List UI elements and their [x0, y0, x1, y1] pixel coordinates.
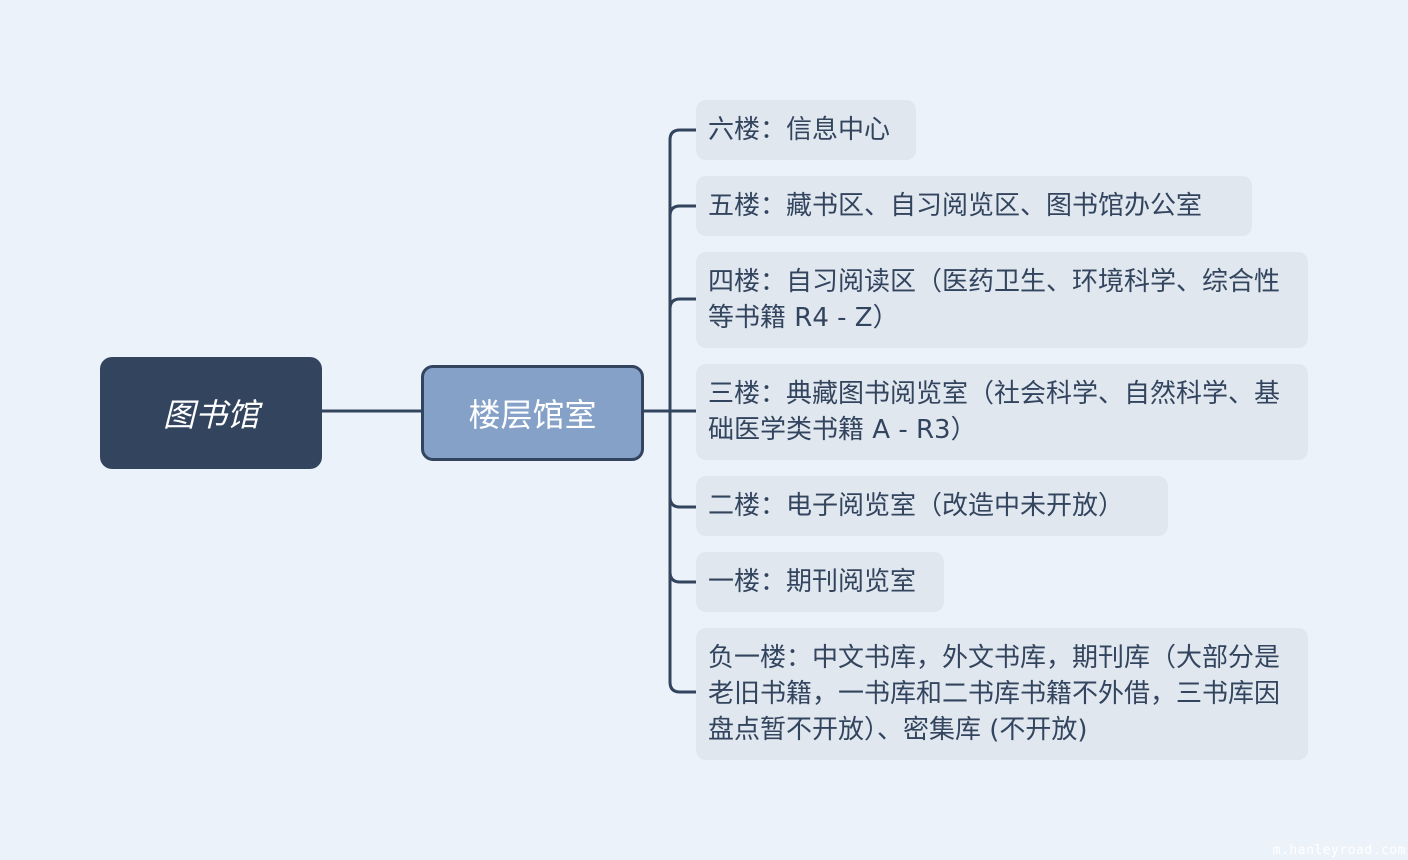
subtopic-node-b1[interactable]: 负一楼：中文书库，外文书库，期刊库（大部分是老旧书籍，一书库和二书库书籍不外借，…	[696, 628, 1308, 760]
branch-connector-4f	[668, 297, 696, 310]
root-label: 图书馆	[162, 396, 259, 434]
root-node[interactable]: 图书馆	[100, 357, 322, 469]
main-topic-label: 楼层馆室	[468, 396, 597, 434]
subtopic-label: 二楼：电子阅览室（改造中未开放）	[708, 491, 1125, 521]
subtopic-node-5f[interactable]: 五楼：藏书区、自习阅览区、图书馆办公室	[696, 176, 1252, 236]
main-topic-node[interactable]: 楼层馆室	[421, 365, 644, 461]
subtopic-node-2f[interactable]: 二楼：电子阅览室（改造中未开放）	[696, 476, 1168, 536]
subtopic-label: 四楼：自习阅读区（医药卫生、环境科学、综合性等书籍 R4 - Z）	[708, 267, 1281, 333]
subtopic-label: 负一楼：中文书库，外文书库，期刊库（大部分是老旧书籍，一书库和二书库书籍不外借，…	[708, 643, 1281, 745]
subtopic-node-6f[interactable]: 六楼：信息中心	[696, 100, 916, 160]
subtopic-label: 六楼：信息中心	[708, 115, 891, 145]
branch-connector-5f	[668, 204, 696, 217]
subtopic-label: 三楼：典藏图书阅览室（社会科学、自然科学、基础医学类书籍 A - R3）	[708, 379, 1281, 445]
subtopic-node-4f[interactable]: 四楼：自习阅读区（医药卫生、环境科学、综合性等书籍 R4 - Z）	[696, 252, 1308, 348]
branch-connector-2f	[668, 496, 696, 509]
subtopic-node-3f[interactable]: 三楼：典藏图书阅览室（社会科学、自然科学、基础医学类书籍 A - R3）	[696, 364, 1308, 460]
subtopic-label: 五楼：藏书区、自习阅览区、图书馆办公室	[708, 191, 1203, 221]
subtopic-node-1f[interactable]: 一楼：期刊阅览室	[696, 552, 944, 612]
watermark-text: m.hanleyroad.com	[1272, 843, 1406, 858]
branch-connector-1f	[668, 571, 696, 584]
subtopic-label: 一楼：期刊阅览室	[708, 567, 917, 597]
